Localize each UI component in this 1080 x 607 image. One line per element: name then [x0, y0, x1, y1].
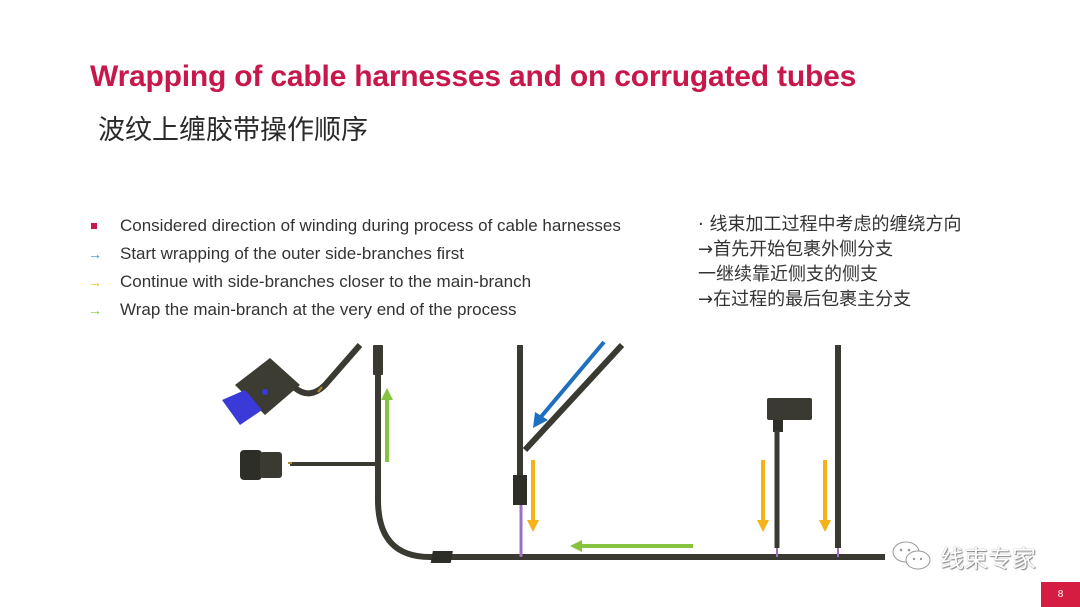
upper-left-connector	[222, 343, 363, 425]
slide-title: Wrapping of cable harnesses and on corru…	[90, 60, 857, 93]
right-connector-branch	[767, 398, 812, 557]
bullet-item: → Wrap the main-branch at the very end o…	[88, 296, 621, 324]
yellow-arrow-icon	[527, 460, 539, 532]
chinese-bullet-item: →在过程的最后包裹主分支	[698, 289, 912, 310]
harness-diagram	[222, 340, 885, 563]
bullet-item: → Start wrapping of the outer side-branc…	[88, 240, 621, 268]
blue-arrow-icon	[533, 340, 606, 428]
chinese-bullet-list: · 线束加工过程中考虑的缠绕方向 →首先开始包裹外侧分支 一继续靠近侧支的侧支 …	[698, 210, 961, 310]
chinese-bullet-item: →首先开始包裹外侧分支	[698, 239, 894, 260]
wechat-icon	[892, 541, 931, 570]
green-arrow-icon	[381, 388, 393, 462]
square-bullet-icon	[88, 223, 120, 229]
bullet-item: → Continue with side-branches closer to …	[88, 268, 621, 296]
watermark-text: 线束专家	[940, 544, 1036, 573]
chinese-bullet-item: 一继续靠近侧支的侧支	[698, 264, 878, 285]
arrow-right-icon: →	[88, 302, 102, 318]
round-connector	[240, 450, 378, 480]
bullet-text: Start wrapping of the outer side-branche…	[120, 244, 464, 263]
middle-branch-cable	[513, 342, 625, 557]
yellow-arrow-icon	[757, 460, 769, 532]
green-arrow-icon	[570, 540, 693, 552]
bullet-text: Considered direction of winding during p…	[120, 216, 621, 235]
bullet-item: Considered direction of winding during p…	[88, 212, 621, 240]
bullet-text: Continue with side-branches closer to th…	[120, 272, 532, 291]
yellow-arrow-icon	[819, 460, 831, 532]
arrow-right-icon: →	[88, 274, 102, 290]
arrow-right-icon: →	[88, 246, 102, 262]
chinese-bullet-item: · 线束加工过程中考虑的缠绕方向	[698, 214, 962, 235]
watermark: 线束专家	[890, 538, 1036, 574]
bullet-list: Considered direction of winding during p…	[88, 212, 621, 324]
bullet-text: Wrap the main-branch at the very end of …	[120, 300, 517, 319]
main-branch-cable	[373, 345, 885, 563]
page-number-badge: 8	[1041, 582, 1080, 607]
slide-subtitle: 波纹上缠胶带操作顺序	[98, 115, 368, 146]
